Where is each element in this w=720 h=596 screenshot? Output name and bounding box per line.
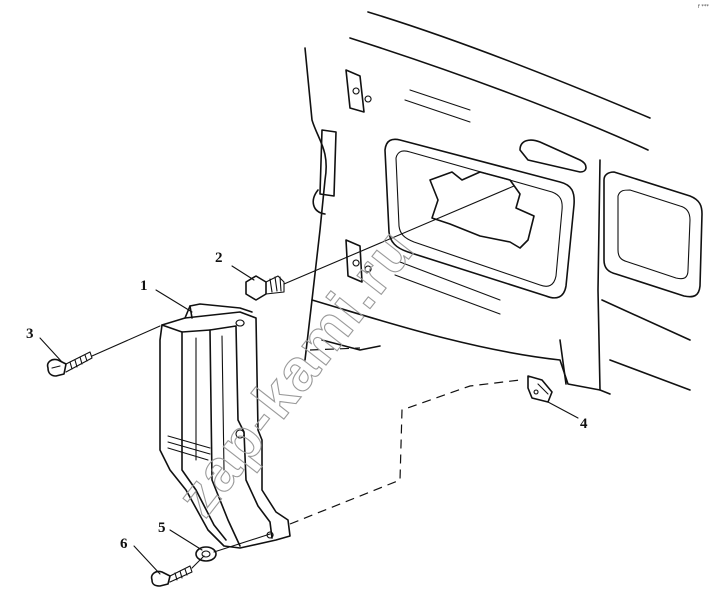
- callout-2: 2: [215, 250, 223, 266]
- screw-6: [150, 565, 193, 587]
- callout-3: 3: [26, 326, 34, 342]
- washer-5: [195, 546, 217, 562]
- callout-labels: 1 2 3 4 5 6: [26, 250, 588, 552]
- body-panel: [304, 11, 703, 395]
- callout-6: 6: [120, 536, 128, 552]
- screw-3: [46, 351, 93, 377]
- callout-5: 5: [158, 520, 166, 536]
- callout-1: 1: [140, 278, 148, 294]
- bracket-housing: [159, 303, 291, 549]
- clip-4: [527, 375, 553, 403]
- bolt-2: [245, 275, 285, 301]
- corner-mark: f ***: [698, 4, 709, 10]
- callout-4: 4: [580, 416, 588, 432]
- leader-lines: [39, 185, 579, 575]
